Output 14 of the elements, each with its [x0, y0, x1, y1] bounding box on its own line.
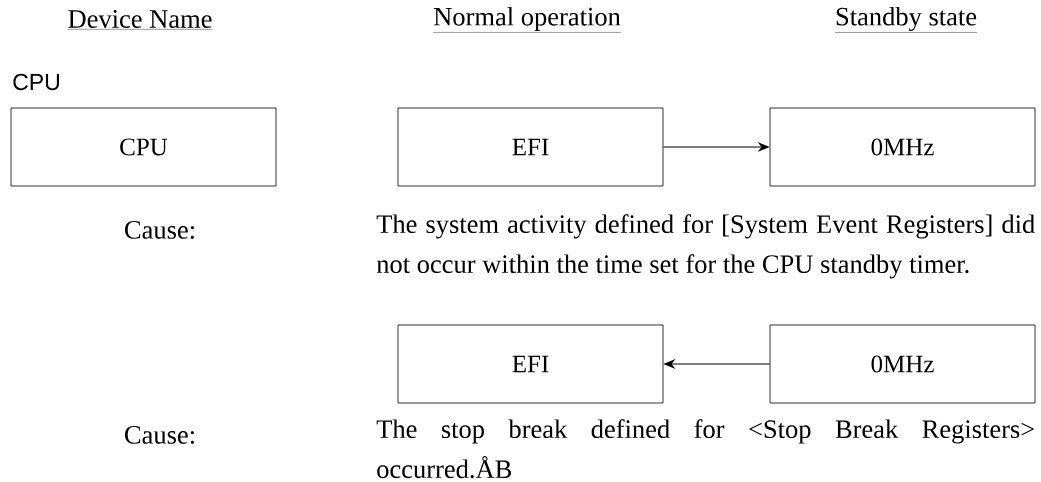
column-heading: Standby state [834, 6, 978, 33]
process-box: CPU [10, 107, 277, 187]
column-heading: Normal operation [433, 6, 622, 33]
column-heading: Device Name [67, 10, 213, 30]
cause-text: The system activity defined for [System Event Registers] did not occur within the time set for the CPU standby timer. [376, 214, 1035, 279]
process-box: EFI [397, 107, 664, 187]
arrow [664, 359, 771, 369]
cause-label: Cause: [125, 221, 194, 239]
process-box: EFI [397, 324, 664, 404]
process-box: 0MHz [769, 324, 1036, 404]
cause-label: Cause: [125, 426, 194, 444]
arrow [662, 142, 769, 152]
cause-text: The stop break defined for <Stop Break Registers> occurred.ÅB [376, 419, 1034, 479]
process-box: 0MHz [769, 107, 1036, 187]
